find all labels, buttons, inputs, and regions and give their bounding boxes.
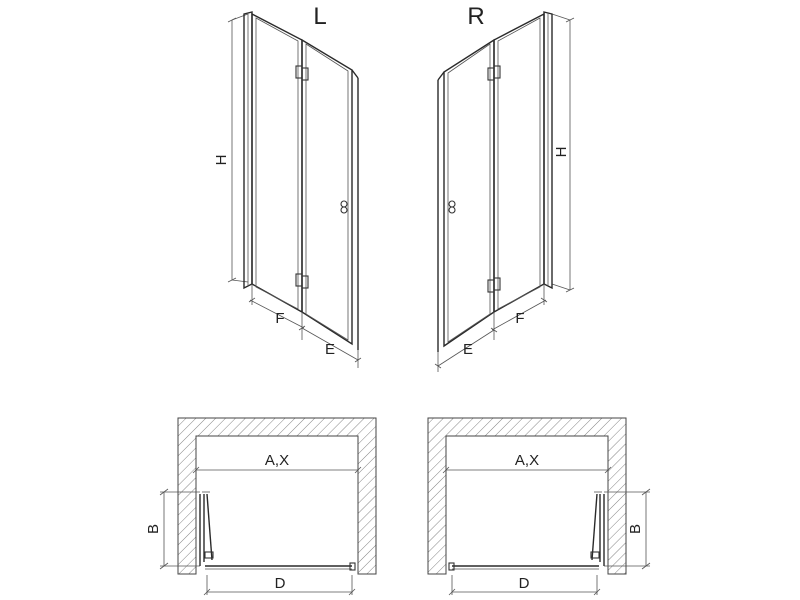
wall-profile-left bbox=[243, 11, 253, 290]
handle-right bbox=[448, 200, 456, 214]
depth-dimension-left: B bbox=[145, 488, 200, 570]
height-dimension-right: H bbox=[551, 13, 575, 293]
width-label-left: A,X bbox=[265, 452, 289, 469]
elevation-left-title: L bbox=[313, 3, 326, 30]
elevation-left: L H bbox=[213, 3, 362, 368]
opening-dimension-left: D bbox=[203, 575, 356, 596]
depth-label-right: B bbox=[627, 524, 644, 534]
depth-label-left: B bbox=[145, 524, 162, 534]
hinge-top-right bbox=[487, 65, 501, 81]
opening-label-left: D bbox=[275, 575, 286, 592]
hinge-top-left bbox=[295, 65, 309, 81]
depth-dimension-right: B bbox=[604, 488, 651, 570]
width-dimension-left: A,X bbox=[192, 452, 362, 474]
door-panel-right bbox=[437, 38, 495, 352]
folded-door-right bbox=[448, 491, 605, 571]
width-dimension-right: A,X bbox=[442, 452, 612, 474]
hinge-bottom-right bbox=[487, 277, 501, 293]
bottom-dimensions-left: F E bbox=[248, 284, 362, 368]
bottom-dimensions-right: F E bbox=[434, 284, 548, 372]
hinge-bottom-left bbox=[295, 273, 309, 289]
height-label-left: H bbox=[213, 155, 230, 166]
opening-dimension-right: D bbox=[448, 575, 601, 596]
door-width-label-left: E bbox=[325, 341, 335, 358]
height-dimension-left: H bbox=[213, 13, 249, 283]
fixed-panel-right bbox=[493, 12, 545, 314]
wall-section-right bbox=[427, 417, 627, 575]
handle-left bbox=[340, 200, 348, 214]
elevation-right: R H bbox=[434, 3, 575, 372]
fixed-width-label-left: F bbox=[275, 310, 284, 327]
door-width-label-right: E bbox=[463, 341, 473, 358]
plan-right: A,X B D bbox=[427, 417, 651, 596]
width-label-right: A,X bbox=[515, 452, 539, 469]
wall-profile-right bbox=[543, 11, 553, 290]
opening-label-right: D bbox=[519, 575, 530, 592]
wall-section-left bbox=[177, 417, 377, 575]
height-label-right: H bbox=[553, 147, 570, 158]
plan-left: A,X B D bbox=[145, 417, 377, 596]
fixed-width-label-right: F bbox=[515, 310, 524, 327]
elevation-right-title: R bbox=[467, 3, 484, 30]
folded-door-left bbox=[199, 491, 356, 571]
fixed-panel-left bbox=[251, 12, 303, 314]
door-panel-left bbox=[301, 38, 359, 350]
